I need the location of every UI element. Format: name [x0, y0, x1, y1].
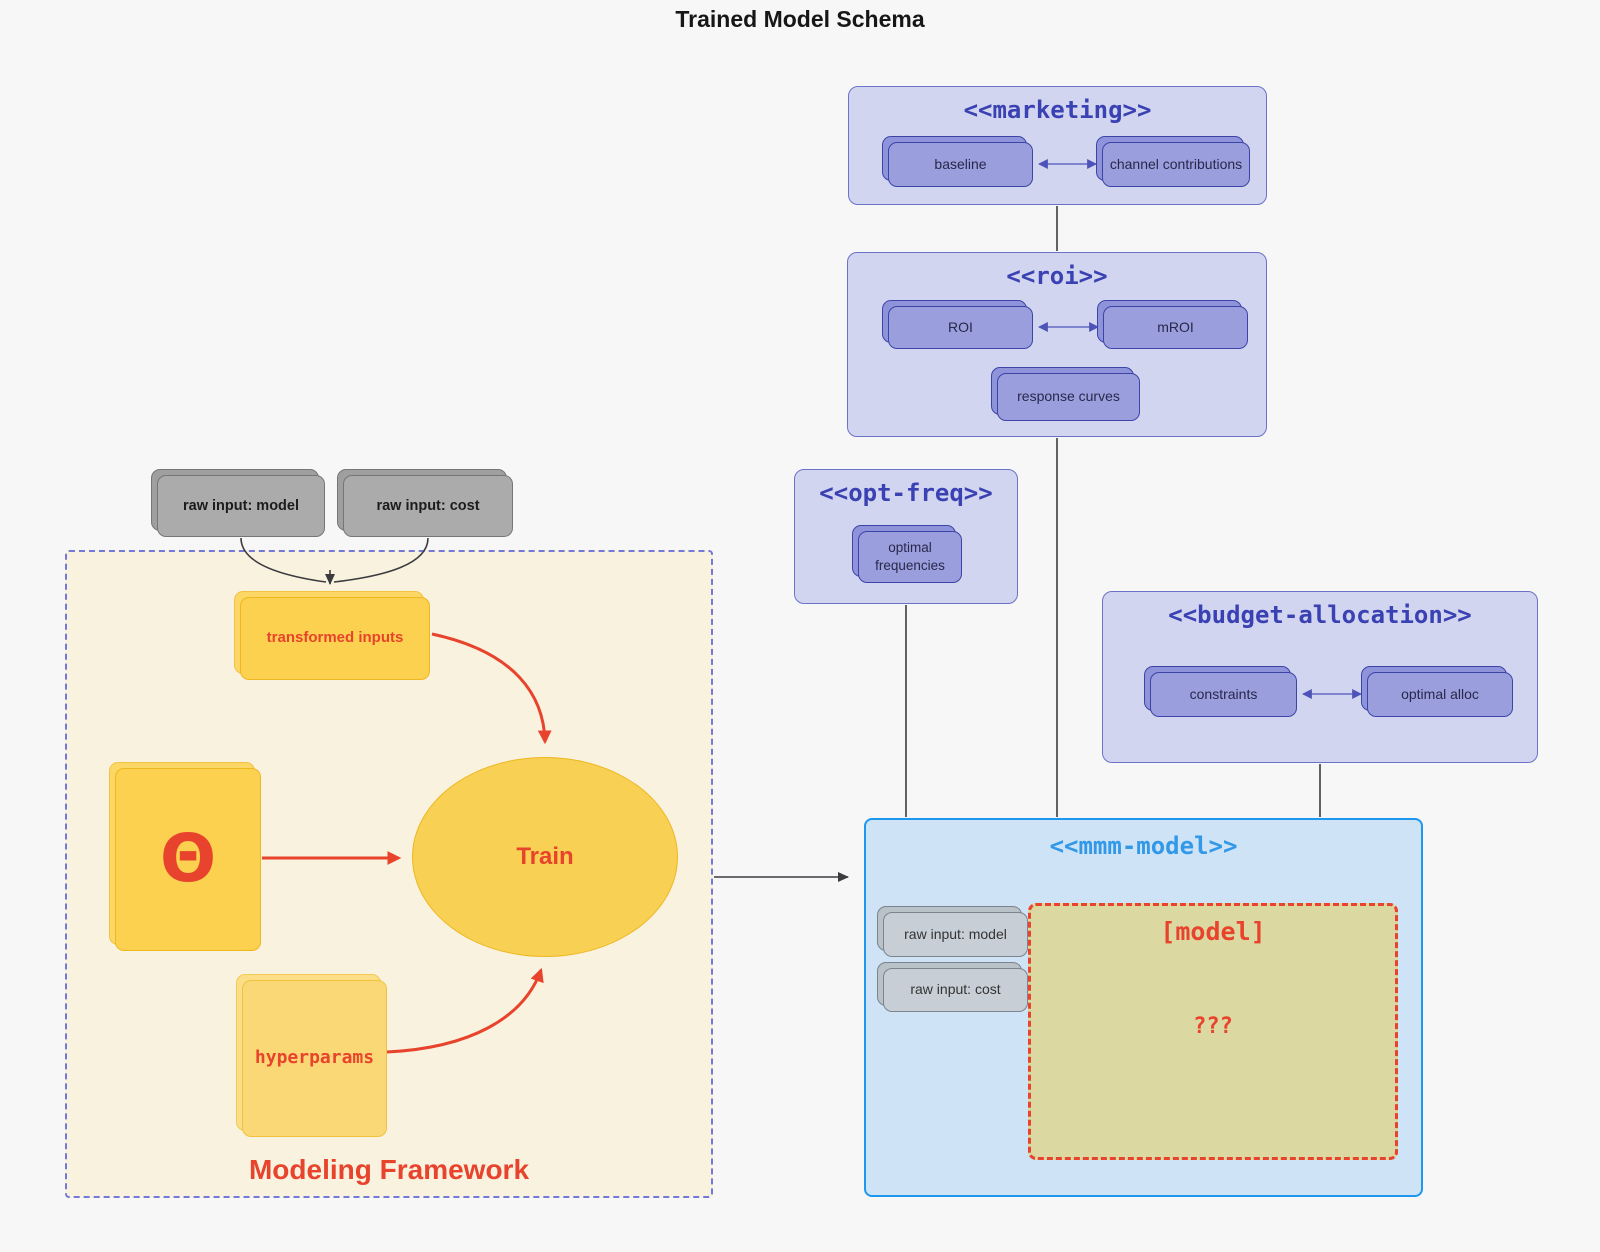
node-mroi-label: mROI [1103, 306, 1248, 349]
node-mmm-raw-input-model-label: raw input: model [883, 912, 1028, 957]
group-budget-allocation-title: <<budget-allocation>> [1168, 601, 1472, 629]
node-optimal-frequencies: optimal frequencies [852, 525, 962, 583]
group-mmm-model-title: <<mmm-model>> [1049, 832, 1238, 860]
node-optimal-alloc: optimal alloc [1361, 666, 1513, 717]
node-transformed-inputs-label: transformed inputs [240, 597, 430, 680]
node-mmm-raw-input-model: raw input: model [877, 906, 1028, 957]
model-placeholder-unknown: ??? [1193, 1014, 1233, 1039]
node-train-label: Train [516, 843, 574, 870]
model-placeholder-title: [model] [1160, 917, 1266, 946]
node-mroi: mROI [1097, 300, 1248, 349]
group-opt-freq-title: <<opt-freq>> [819, 479, 993, 507]
node-channel-contributions-label: channel contributions [1102, 142, 1250, 187]
node-raw-input-cost: raw input: cost [337, 469, 513, 537]
node-response-curves: response curves [991, 367, 1140, 421]
group-roi-title: <<roi>> [1006, 262, 1108, 290]
node-raw-input-model: raw input: model [151, 469, 325, 537]
node-theta: Θ [109, 762, 261, 951]
theta-symbol: Θ [115, 768, 261, 951]
node-transformed-inputs: transformed inputs [234, 591, 430, 680]
node-model-placeholder: [model] ??? [1028, 903, 1398, 1160]
group-marketing-title: <<marketing>> [963, 96, 1152, 124]
node-baseline: baseline [882, 136, 1033, 187]
node-raw-input-cost-label: raw input: cost [343, 475, 513, 537]
node-channel-contributions: channel contributions [1096, 136, 1250, 187]
node-response-curves-label: response curves [997, 373, 1140, 421]
page-title: Trained Model Schema [675, 6, 925, 32]
node-roi-label: ROI [888, 306, 1033, 349]
node-train: Train [412, 757, 678, 957]
node-optimal-frequencies-label: optimal frequencies [858, 531, 962, 583]
node-baseline-label: baseline [888, 142, 1033, 187]
modeling-framework-label: Modeling Framework [248, 1154, 530, 1185]
node-roi: ROI [882, 300, 1033, 349]
node-mmm-raw-input-cost-label: raw input: cost [883, 968, 1028, 1012]
node-constraints-label: constraints [1150, 672, 1297, 717]
node-hyperparams-label: hyperparams [242, 980, 387, 1137]
node-constraints: constraints [1144, 666, 1297, 717]
node-mmm-raw-input-cost: raw input: cost [877, 962, 1028, 1012]
node-hyperparams: hyperparams [236, 974, 387, 1137]
node-raw-input-model-label: raw input: model [157, 475, 325, 537]
node-optimal-alloc-label: optimal alloc [1367, 672, 1513, 717]
